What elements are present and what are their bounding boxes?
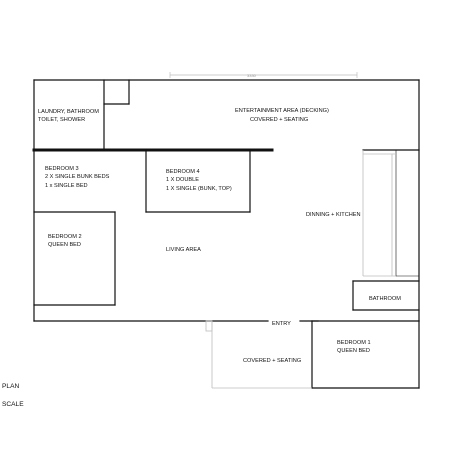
bedroom2-line1: BEDROOM 2 <box>48 234 82 240</box>
laundry-line2: TOILET, SHOWER <box>38 117 85 123</box>
entertainment-label: ENTERTAINMENT AREA (DECKING) COVERED + S… <box>235 108 330 123</box>
covered-label: COVERED + SEATING <box>243 358 301 364</box>
bedroom3-line2: 2 X SINGLE BUNK BEDS <box>45 174 110 180</box>
bedroom2-label: BEDROOM 2 QUEEN BED <box>48 234 83 248</box>
dining-label: DINNING + KITCHEN <box>306 212 361 218</box>
plan-caption: PLAN <box>2 383 19 390</box>
entry-label: ENTRY <box>272 321 291 327</box>
bedroom1-label: BEDROOM 1 QUEEN BED <box>337 340 372 354</box>
bedroom4-line3: 1 X SINGLE (BUNK, TOP) <box>166 186 232 192</box>
bedroom4-line1: BEDROOM 4 <box>166 169 200 175</box>
bedroom2-line2: QUEEN BED <box>48 242 81 248</box>
bedroom4-label: BEDROOM 4 1 X DOUBLE 1 X SINGLE (BUNK, T… <box>166 169 232 192</box>
laundry-label: LAUNDRY, BATHROOM TOILET, SHOWER <box>38 109 100 123</box>
bedroom3-line3: 1 x SINGLE BED <box>45 183 88 189</box>
entry-step <box>205 320 213 332</box>
entertainment-line1: ENTERTAINMENT AREA (DECKING) <box>235 108 329 114</box>
bedroom3-label: BEDROOM 3 2 X SINGLE BUNK BEDS 1 x SINGL… <box>45 166 111 189</box>
scale-caption: SCALE <box>2 401 24 408</box>
living-label: LIVING AREA <box>166 247 201 253</box>
bathroom-label: BATHROOM <box>369 296 401 302</box>
laundry-line1: LAUNDRY, BATHROOM <box>38 109 99 115</box>
walls <box>32 79 420 389</box>
light-lines <box>205 150 396 389</box>
bedroom3-line1: BEDROOM 3 <box>45 166 79 172</box>
bedroom1-line1: BEDROOM 1 <box>337 340 371 346</box>
bedroom1-line2: QUEEN BED <box>337 348 370 354</box>
entertainment-line2: COVERED + SEATING <box>250 117 308 123</box>
top-dimension-label: 3330 <box>247 73 257 78</box>
bedroom4-line2: 1 X DOUBLE <box>166 177 199 183</box>
top-dimension <box>169 72 358 78</box>
